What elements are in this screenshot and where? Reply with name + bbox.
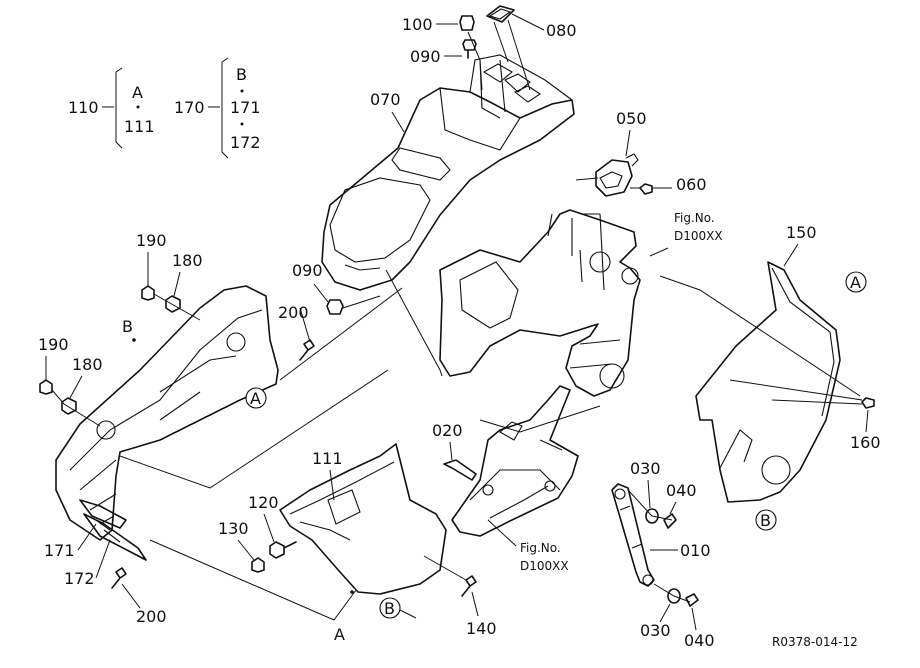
trim-172	[83, 513, 147, 561]
label-180-top: 180	[172, 251, 203, 270]
label-120: 120	[248, 493, 279, 512]
fig-ref-bottom: Fig.No. D100XX	[487, 519, 569, 573]
label-160: 160	[850, 433, 881, 452]
label-130: 130	[218, 519, 249, 538]
side-cover-150	[695, 261, 841, 503]
label-190-left: 190	[38, 335, 69, 354]
label-030-bottom: 030	[640, 621, 671, 640]
label-020: 020	[432, 421, 463, 440]
screw-200-bottom	[111, 567, 127, 589]
label-030-top: 030	[630, 459, 661, 478]
drawing-code: R0378-014-12	[772, 635, 858, 649]
group-170-mid: 171	[230, 98, 261, 117]
screw-090-top	[462, 39, 477, 59]
fig-ref-top-line2: D100XX	[674, 229, 723, 243]
screw-090-left	[326, 299, 344, 315]
nut-180-left	[61, 397, 77, 415]
label-080: 080	[546, 21, 577, 40]
label-140: 140	[466, 619, 497, 638]
group-170-bottom: 172	[230, 133, 261, 152]
label-180-left: 180	[72, 355, 103, 374]
screw-140	[461, 575, 477, 597]
console-cover-070	[321, 54, 575, 291]
marker-b-cover: B	[122, 317, 133, 336]
label-050: 050	[616, 109, 647, 128]
frame-bracket	[439, 209, 641, 397]
cap-100	[459, 15, 475, 31]
label-190-top: 190	[136, 231, 167, 250]
label-090-top: 090	[410, 47, 441, 66]
screw-200-top	[299, 339, 315, 361]
washer-030-bottom	[667, 588, 681, 604]
nut-130	[251, 557, 265, 573]
fig-ref-top-line1: Fig.No.	[674, 211, 715, 225]
group-110-top: A	[132, 83, 143, 102]
label-100: 100	[402, 15, 433, 34]
pin-040-bottom	[685, 593, 699, 607]
group-110: 110 A 111	[68, 67, 155, 149]
fig-ref-bottom-line2: D100XX	[520, 559, 569, 573]
marker-b-bottom: B	[384, 599, 395, 618]
switch-080	[486, 5, 515, 23]
group-170-code: 170	[174, 98, 205, 117]
label-200-bottom: 200	[136, 607, 167, 626]
group-110-bottom: 111	[124, 117, 155, 136]
marker-b-right: B	[760, 511, 771, 530]
group-110-code: 110	[68, 98, 99, 117]
marker-a-right: A	[850, 273, 861, 292]
label-111: 111	[312, 449, 343, 468]
group-170-top: B	[236, 65, 247, 84]
screw-160	[861, 397, 875, 409]
label-040-bottom: 040	[684, 631, 715, 650]
left-cover	[55, 285, 279, 541]
label-090-left: 090	[292, 261, 323, 280]
washer-030-top	[645, 508, 659, 524]
nut-190-top	[141, 285, 155, 301]
damper-010	[611, 483, 655, 587]
screw-060	[639, 183, 653, 195]
label-040-top: 040	[666, 481, 697, 500]
label-172: 172	[64, 569, 95, 588]
pedal-bracket	[451, 385, 579, 537]
marker-a-cover: A	[334, 625, 345, 644]
bolt-020	[443, 459, 477, 481]
pin-040-top	[663, 513, 677, 529]
trim-171	[79, 499, 127, 529]
marker-a-left: A	[250, 389, 261, 408]
fig-ref-bottom-line1: Fig.No.	[520, 541, 561, 555]
label-060: 060	[676, 175, 707, 194]
group-170: 170 B 171 172	[174, 57, 261, 159]
switch-050	[595, 153, 639, 197]
label-150: 150	[786, 223, 817, 242]
label-200-top: 200	[278, 303, 309, 322]
lower-cover-111	[279, 443, 447, 595]
bolt-120	[269, 541, 297, 559]
nut-180-top	[165, 295, 181, 313]
nut-190-left	[39, 379, 53, 395]
label-171: 171	[44, 541, 75, 560]
label-010: 010	[680, 541, 711, 560]
label-070: 070	[370, 90, 401, 109]
fig-ref-top: Fig.No. D100XX	[649, 211, 723, 257]
